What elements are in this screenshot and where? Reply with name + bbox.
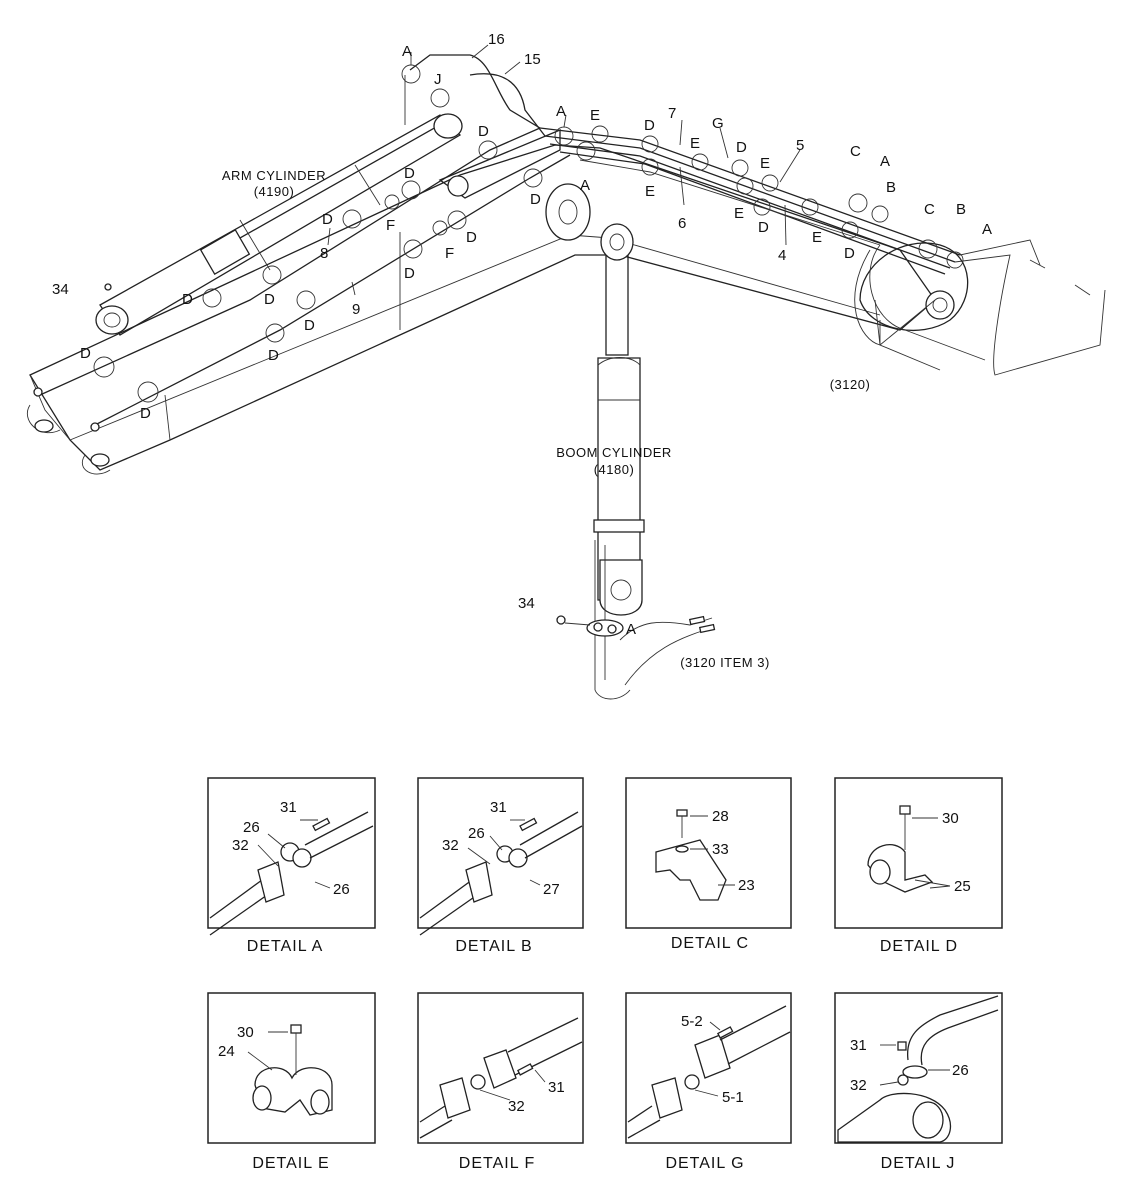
part-number: 32 — [442, 837, 459, 854]
callout: 6 — [678, 215, 686, 232]
callout: 34 — [518, 595, 535, 612]
part-number: 25 — [954, 878, 971, 895]
callout: D — [844, 245, 855, 262]
part-number: 23 — [738, 877, 755, 894]
detail-caption: DETAIL J — [881, 1155, 956, 1172]
arm-cylinder-number: (4190) — [254, 184, 295, 199]
detail-a: 31 26 32 26 DETAIL A — [207, 777, 376, 955]
callout: E — [734, 205, 744, 222]
detail-b: 31 26 32 27 DETAIL B — [417, 777, 584, 955]
callout: G — [712, 115, 724, 132]
boom — [26, 129, 969, 475]
callout: D — [478, 123, 489, 140]
ref-3120-item3-label: (3120 ITEM 3) — [680, 655, 770, 670]
callout: A — [556, 103, 566, 120]
part-number: 31 — [280, 799, 297, 816]
part-number: 27 — [543, 881, 560, 898]
arm-cylinder — [95, 113, 463, 336]
part-number: 26 — [243, 819, 260, 836]
detail-caption: DETAIL A — [247, 938, 323, 955]
callout: D — [530, 191, 541, 208]
callout: A — [402, 43, 412, 60]
callout: A — [982, 221, 992, 238]
callout: D — [644, 117, 655, 134]
detail-e: 30 24 DETAIL E — [207, 992, 376, 1172]
callout: 34 — [52, 281, 69, 298]
part-number: 31 — [548, 1079, 565, 1096]
callout: D — [140, 405, 151, 422]
callout: C — [850, 143, 861, 160]
callout: E — [690, 135, 700, 152]
part-number: 33 — [712, 841, 729, 858]
callout: A — [580, 177, 590, 194]
callout: D — [758, 219, 769, 236]
part-number: 26 — [333, 881, 350, 898]
ref-3120-label: (3120) — [830, 377, 871, 392]
detail-c: 28 33 23 DETAIL C — [625, 777, 792, 952]
callout: D — [264, 291, 275, 308]
callout: D — [466, 229, 477, 246]
detail-caption: DETAIL E — [252, 1155, 329, 1172]
detail-caption: DETAIL F — [459, 1155, 535, 1172]
callout: D — [322, 211, 333, 228]
arm-cylinder-label: ARM CYLINDER — [222, 168, 326, 183]
callout: D — [404, 265, 415, 282]
detail-f: 32 31 DETAIL F — [417, 992, 584, 1172]
callout: B — [886, 179, 896, 196]
callout: 15 — [524, 51, 541, 68]
part-number: 32 — [850, 1077, 867, 1094]
part-number: 5-1 — [722, 1089, 744, 1106]
callout: D — [404, 165, 415, 182]
detail-d: 30 25 DETAIL D — [834, 777, 1003, 955]
part-number: 30 — [237, 1024, 254, 1041]
part-number: 26 — [952, 1062, 969, 1079]
callout: A — [880, 153, 890, 170]
callout: D — [80, 345, 91, 362]
callout: D — [304, 317, 315, 334]
callout: 5 — [796, 137, 804, 154]
callout: E — [645, 183, 655, 200]
callout: 8 — [320, 245, 328, 262]
callout: J — [434, 71, 442, 88]
callout: 9 — [352, 301, 360, 318]
detail-caption: DETAIL G — [665, 1155, 744, 1172]
part-number: 32 — [232, 837, 249, 854]
boom-cylinder-number: (4180) — [594, 462, 635, 477]
part-number: 5-2 — [681, 1013, 703, 1030]
callout: B — [956, 201, 966, 218]
callout: D — [268, 347, 279, 364]
callout: D — [182, 291, 193, 308]
boom-cylinder-label: BOOM CYLINDER — [556, 445, 672, 460]
detail-j: 31 26 32 DETAIL J — [834, 992, 1003, 1172]
callout: E — [590, 107, 600, 124]
callout: E — [812, 229, 822, 246]
callout: D — [736, 139, 747, 156]
part-number: 28 — [712, 808, 729, 825]
callout: 4 — [778, 247, 786, 264]
callout: F — [386, 217, 395, 234]
main-assembly: ARM CYLINDER (4190) BOOM CYLINDER (4180)… — [26, 31, 1106, 700]
part-number: 31 — [850, 1037, 867, 1054]
callouts: A 16 15 J D A E D 7 G E D E 5 C A B C B … — [52, 31, 992, 638]
part-number: 24 — [218, 1043, 235, 1060]
callout: 16 — [488, 31, 505, 48]
detail-g: 5-2 5-1 DETAIL G — [625, 992, 792, 1172]
callout: E — [760, 155, 770, 172]
part-number: 31 — [490, 799, 507, 816]
callout: F — [445, 245, 454, 262]
callout: C — [924, 201, 935, 218]
boom-cylinder — [556, 223, 716, 700]
detail-caption: DETAIL C — [671, 935, 749, 952]
detail-caption: DETAIL B — [455, 938, 532, 955]
callout: 7 — [668, 105, 676, 122]
part-number: 26 — [468, 825, 485, 842]
part-number: 32 — [508, 1098, 525, 1115]
detail-caption: DETAIL D — [880, 938, 958, 955]
pipe-bundle — [33, 44, 1106, 626]
part-number: 30 — [942, 810, 959, 827]
callout: A — [626, 621, 636, 638]
